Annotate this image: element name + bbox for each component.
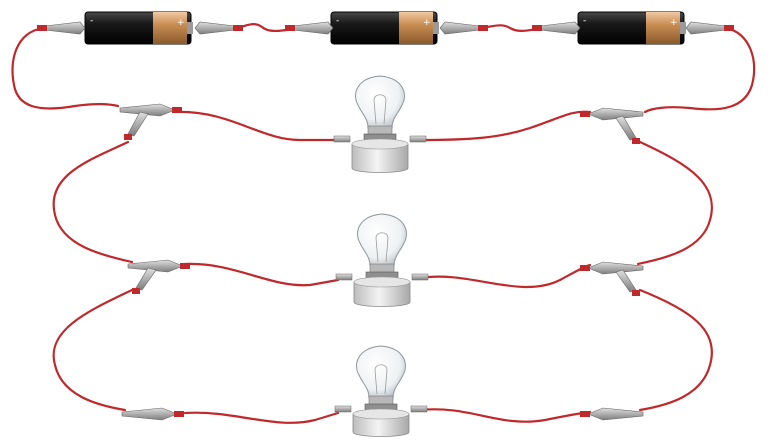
wire-right-drop-2 xyxy=(638,288,713,412)
junction-clip-left-row2 xyxy=(127,259,190,294)
battery-3-left-clip xyxy=(532,21,581,35)
wire-right-outer xyxy=(643,26,756,114)
wire-row2-left xyxy=(183,262,340,287)
battery-2: - + xyxy=(330,11,439,45)
junction-clip-right-row2 xyxy=(580,261,644,296)
wire-row3-left xyxy=(183,411,340,424)
junction-clip-left-row1 xyxy=(119,103,182,140)
wire-left-drop-1 xyxy=(52,140,134,264)
bulb-2 xyxy=(335,213,429,307)
battery-1-negative-label: - xyxy=(90,16,93,26)
battery-3-right-clip xyxy=(685,21,734,35)
battery-1: - + xyxy=(84,11,193,45)
junction-clip-right-row1 xyxy=(580,107,644,144)
wire-left-drop-2 xyxy=(52,288,134,412)
bulb-3 xyxy=(334,345,428,437)
wires xyxy=(11,23,756,424)
junction-clip-left-row3 xyxy=(121,407,184,421)
battery-1-left-clip xyxy=(37,21,86,35)
wire-right-drop-1 xyxy=(636,140,713,266)
battery-3: - + xyxy=(577,11,686,45)
battery-2-left-clip xyxy=(285,21,334,35)
battery-3-negative-label: - xyxy=(583,16,586,26)
junction-clip-right-row3 xyxy=(580,407,644,421)
wire-row1-right xyxy=(418,110,592,142)
battery-3-positive-label: + xyxy=(670,18,678,28)
battery-2-right-clip xyxy=(439,21,488,35)
wire-left-outer xyxy=(11,26,120,110)
wire-row1-left xyxy=(173,110,340,142)
battery-1-right-clip xyxy=(194,21,243,35)
battery-2-positive-label: + xyxy=(423,18,431,28)
wire-row2-right xyxy=(418,263,592,289)
bulb-1 xyxy=(333,75,427,173)
battery-1-positive-label: + xyxy=(177,18,185,28)
wire-row3-right xyxy=(418,408,592,423)
battery-2-negative-label: - xyxy=(336,16,339,26)
